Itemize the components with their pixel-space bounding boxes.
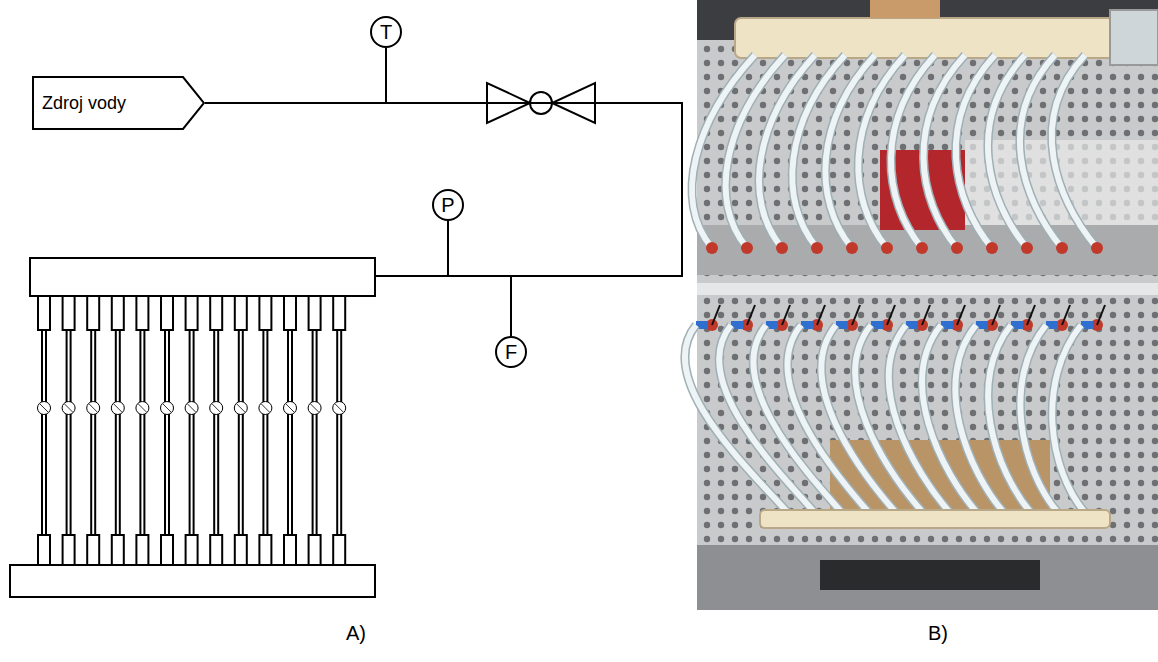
source-box: Zdroj vody [32, 76, 205, 130]
node-text: Zdroj vody [42, 93, 126, 114]
panel-label: B) [928, 622, 948, 645]
panel-label: A) [346, 622, 366, 645]
flow-sensor: F [495, 336, 527, 368]
pipe [375, 275, 450, 277]
sensor-letter: T [380, 21, 392, 44]
pipe-line [205, 103, 682, 336]
photo-illustration [685, 0, 1158, 610]
pipe-line [205, 48, 386, 103]
sensor-letter: F [505, 341, 517, 364]
sensor-letter: P [441, 194, 454, 217]
tube-array [20, 296, 346, 565]
pressure-sensor: P [432, 189, 464, 221]
top-manifold [30, 258, 375, 296]
bottom-manifold [10, 565, 375, 597]
temperature-sensor: T [370, 16, 402, 48]
pipe-line [205, 103, 682, 276]
